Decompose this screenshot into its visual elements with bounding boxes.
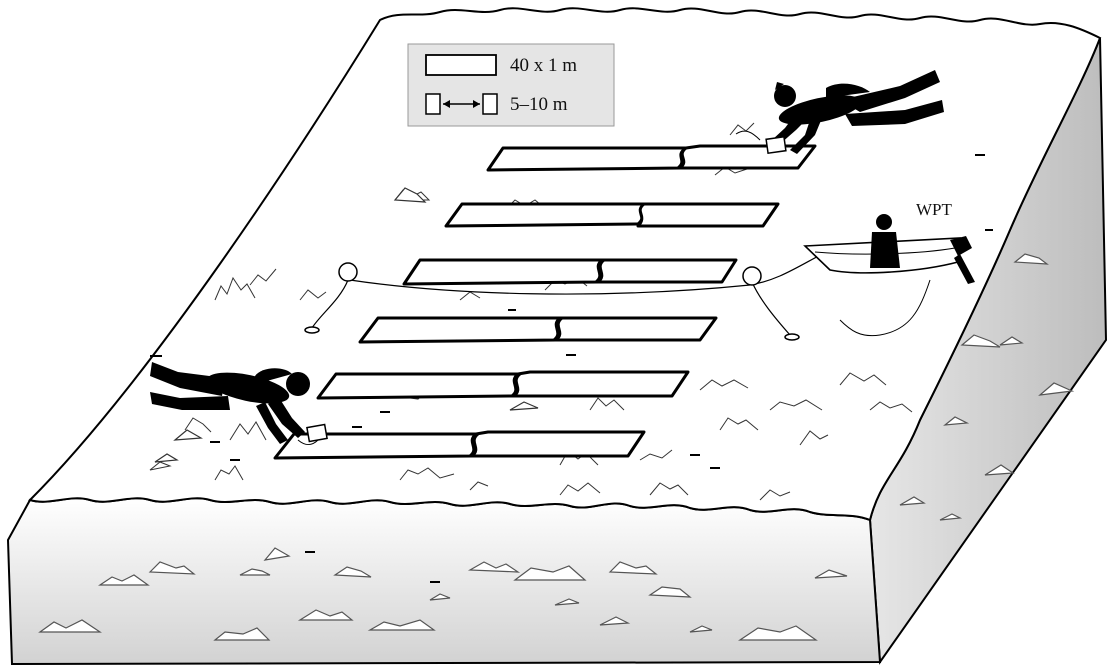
side-face-rocks [899, 253, 1075, 521]
buoy-left [304, 262, 358, 334]
buoy-right [742, 266, 800, 341]
transect-6 [273, 430, 646, 460]
legend-transect-size: 40 x 1 m [510, 55, 577, 76]
transects [273, 144, 817, 460]
seabed-dashes [150, 154, 993, 583]
diver-left-slate [306, 423, 328, 443]
buoy-line [311, 249, 831, 336]
boat-label: WPT [916, 200, 953, 219]
transect-1 [486, 144, 817, 172]
legend-spacing-swatch-left [425, 93, 441, 115]
legend-transect-spacing: 5–10 m [510, 94, 568, 115]
diver-right-bubbles [735, 130, 761, 141]
transect-5 [316, 370, 690, 400]
diver-right-slate [765, 135, 787, 155]
diver-right [772, 70, 944, 154]
boat [803, 214, 975, 337]
transect-4 [358, 316, 718, 344]
legend-transect-swatch [425, 54, 497, 76]
diver-left-bubbles [297, 439, 319, 445]
legend: 40 x 1 m 5–10 m [407, 43, 615, 127]
transect-3 [402, 258, 738, 286]
transect-2 [444, 202, 780, 228]
front-face-rocks [38, 547, 848, 641]
legend-spacing-swatch-right [482, 93, 498, 115]
diver-left [150, 362, 310, 444]
